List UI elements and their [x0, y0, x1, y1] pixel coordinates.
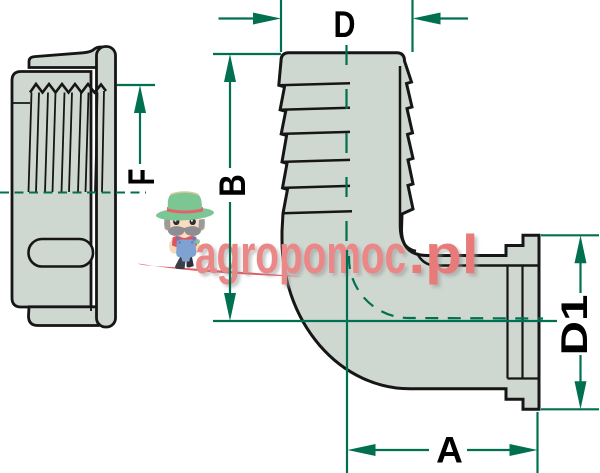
svg-text:B: B [213, 174, 254, 197]
svg-text:.pl: .pl [409, 223, 479, 285]
svg-text:F: F [121, 169, 162, 186]
svg-text:agropomoc: agropomoc [195, 223, 406, 285]
svg-text:A: A [436, 430, 463, 471]
svg-text:D1: D1 [554, 295, 596, 356]
svg-text:D: D [334, 4, 356, 45]
